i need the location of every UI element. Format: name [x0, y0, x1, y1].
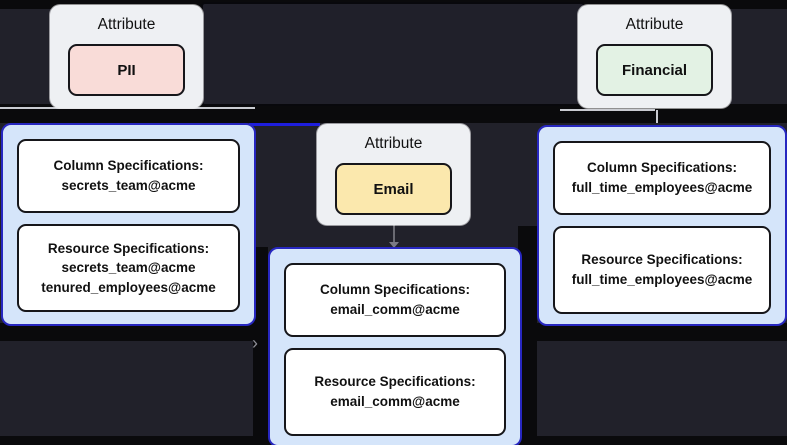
column-specifications-values: email_comm@acme — [330, 302, 460, 317]
attribute-node-title: Attribute — [97, 16, 156, 33]
resource-specifications-values: secrets_team@acme tenured_employees@acme — [41, 260, 216, 295]
resource-specifications-title: Resource Specifications: — [314, 374, 476, 390]
edge-line-highlighted — [249, 123, 320, 126]
column-specifications-box: Column Specifications: full_time_employe… — [553, 141, 771, 215]
column-specifications-title: Column Specifications: — [53, 158, 204, 174]
cluster-email-specs: Column Specifications: email_comm@acme R… — [268, 247, 522, 445]
cluster-pii-specs: Column Specifications: secrets_team@acme… — [1, 123, 256, 326]
attribute-node-financial: Attribute Financial — [578, 5, 731, 108]
resource-specifications-values: full_time_employees@acme — [571, 272, 753, 287]
resource-specifications-title: Resource Specifications: — [47, 240, 210, 256]
edge-line-pii — [0, 107, 255, 109]
attribute-value-email: Email — [335, 163, 452, 215]
column-specifications-title: Column Specifications: — [586, 160, 738, 176]
edge-arrowhead-down-icon — [389, 242, 399, 248]
column-specifications-values: secrets_team@acme — [61, 178, 196, 193]
edge-drop-email — [393, 225, 395, 244]
edge-drop-financial — [656, 110, 658, 123]
attribute-value-pii: PII — [68, 44, 185, 96]
background-band-mid-left — [253, 247, 268, 445]
column-specifications-title: Column Specifications: — [319, 282, 471, 298]
column-specifications-box: Column Specifications: secrets_team@acme — [17, 139, 240, 213]
resource-specifications-box: Resource Specifications: email_comm@acme — [284, 348, 506, 436]
cluster-financial-specs: Column Specifications: full_time_employe… — [537, 125, 787, 326]
attribute-node-title: Attribute — [625, 16, 684, 33]
background-band-right-lower — [518, 323, 787, 341]
edge-arrowhead-right-icon: › — [252, 333, 258, 353]
background-panel — [201, 2, 585, 106]
resource-specifications-box: Resource Specifications: full_time_emplo… — [553, 226, 771, 314]
resource-specifications-box: Resource Specifications: secrets_team@ac… — [17, 224, 240, 312]
edge-line-financial — [560, 109, 655, 111]
attribute-node-email: Attribute Email — [317, 124, 470, 225]
attribute-value-financial: Financial — [596, 44, 713, 96]
background-band-mid-right — [518, 226, 537, 436]
column-specifications-values: full_time_employees@acme — [571, 180, 753, 195]
attribute-node-title: Attribute — [364, 135, 423, 152]
attribute-node-pii: Attribute PII — [50, 5, 203, 108]
column-specifications-box: Column Specifications: email_comm@acme — [284, 263, 506, 337]
background-band-left-lower — [0, 323, 262, 341]
resource-specifications-title: Resource Specifications: — [581, 252, 743, 268]
resource-specifications-values: email_comm@acme — [330, 394, 460, 409]
